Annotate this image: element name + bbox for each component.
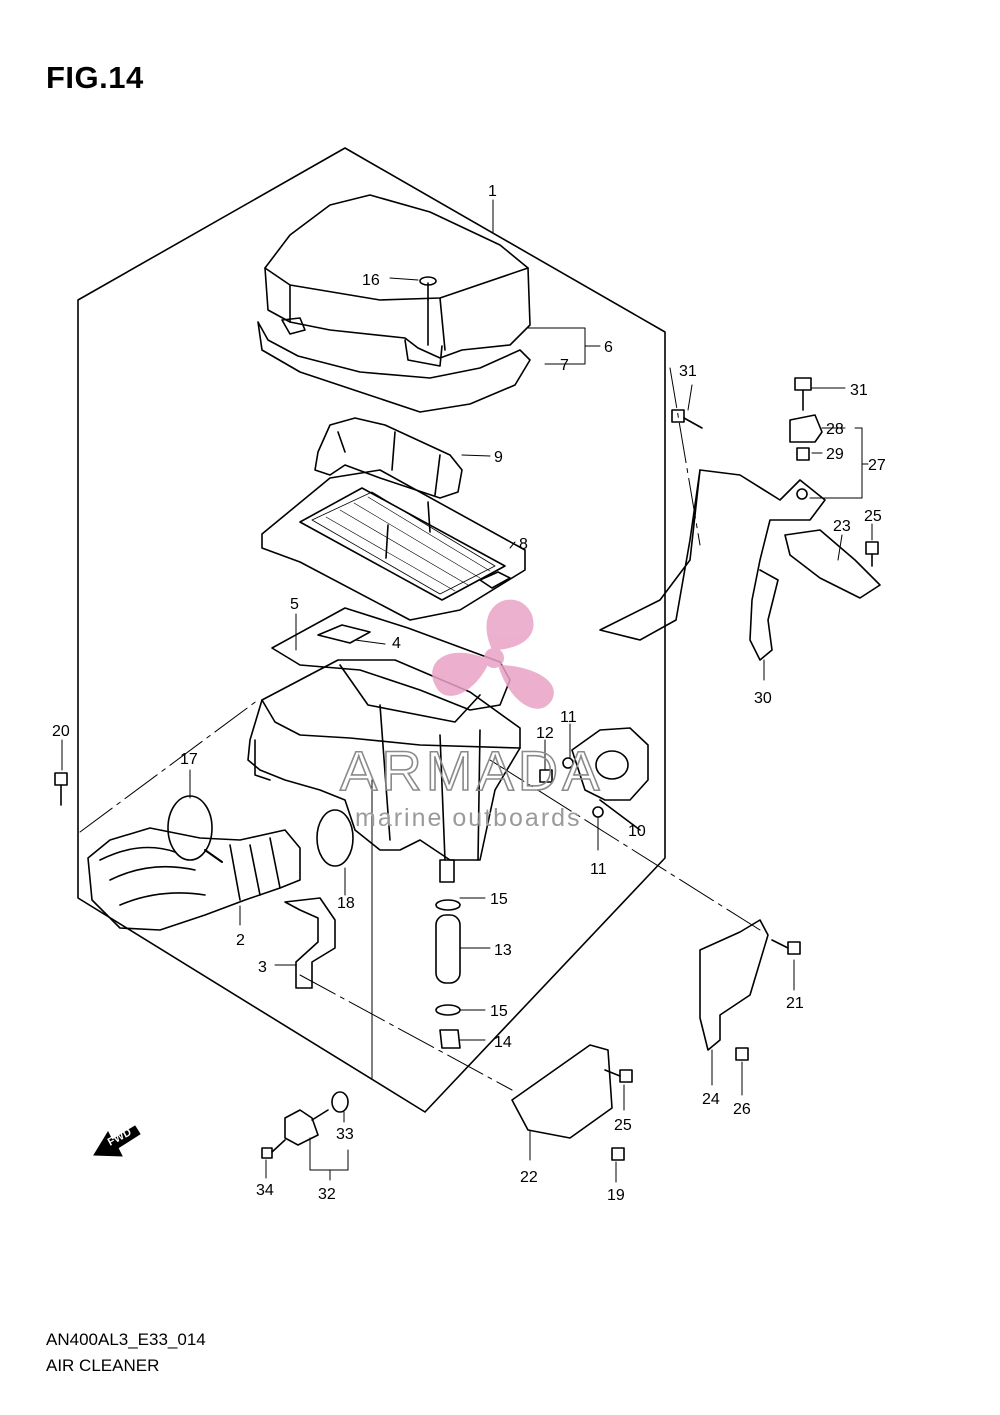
case-gasket <box>271 607 511 711</box>
projection-lines <box>79 367 761 1091</box>
filter-element <box>261 469 526 621</box>
clamp-small <box>562 757 574 769</box>
hose-clamp-bottom <box>435 1004 461 1016</box>
part-label: 27 <box>868 457 886 474</box>
drain-plug <box>539 769 553 783</box>
part-label: 31 <box>850 382 868 399</box>
part-label: 18 <box>337 895 355 912</box>
bolt-21 <box>771 939 801 955</box>
intake-duct <box>314 417 463 499</box>
part-label: 9 <box>494 449 503 466</box>
part-label: 24 <box>702 1091 720 1108</box>
part-label: 7 <box>560 357 569 374</box>
bolt-25-bottom <box>604 1069 633 1083</box>
part-label: 22 <box>520 1169 538 1186</box>
part-label: 16 <box>362 272 380 289</box>
part-label: 26 <box>733 1101 751 1118</box>
intake-temp-sensor <box>261 1091 349 1159</box>
part-label: 17 <box>180 751 198 768</box>
part-label: 20 <box>52 723 70 740</box>
band-bracket <box>284 897 336 989</box>
intake-tube <box>87 827 301 931</box>
bolt-20 <box>54 772 68 806</box>
clamp-small-2 <box>592 806 604 818</box>
part-label: 5 <box>290 596 299 613</box>
drain-hose <box>435 914 461 984</box>
cap-screw <box>419 276 437 346</box>
bracket-22 <box>511 1044 613 1139</box>
part-label: 6 <box>604 339 613 356</box>
footer-section-name: AIR CLEANER <box>46 1356 160 1375</box>
bolt-25-top <box>865 541 879 567</box>
bolt-26 <box>735 1047 749 1061</box>
part-label: 31 <box>679 363 697 380</box>
air-cleaner-case <box>247 659 521 883</box>
part-label: 3 <box>258 959 267 976</box>
part-label: 14 <box>494 1034 512 1051</box>
watermark-logo <box>432 599 554 709</box>
mount-bracket <box>599 469 826 661</box>
bolt-31-right <box>794 377 812 411</box>
leader-lines <box>61 199 873 1183</box>
part-label: 1 <box>488 183 497 200</box>
damper <box>789 414 823 443</box>
part-label: 21 <box>786 995 804 1012</box>
air-cleaner-cap <box>264 194 531 367</box>
watermark-brand: ARMADA <box>340 739 604 802</box>
part-label: 34 <box>256 1182 274 1199</box>
figure-title: FIG.14 <box>46 60 144 95</box>
part-label: 33 <box>336 1126 354 1143</box>
bracket-23 <box>784 529 881 599</box>
part-label: 25 <box>864 508 882 525</box>
part-label: 11 <box>560 709 577 726</box>
part-label: 29 <box>826 446 844 463</box>
drain-plug-14 <box>439 1029 461 1049</box>
part-label: 32 <box>318 1186 336 1203</box>
bracket-24 <box>699 919 769 1051</box>
part-label: 28 <box>826 421 844 438</box>
watermark-tagline: marine outboards <box>355 804 582 832</box>
part-label: 12 <box>536 725 554 742</box>
part-label: 25 <box>614 1117 632 1134</box>
bolt-19 <box>611 1147 625 1161</box>
hose-clamp-top <box>435 899 461 911</box>
part-label: 23 <box>833 518 851 535</box>
part-label: 11 <box>590 861 607 878</box>
part-labels: 1 2 3 4 5 6 7 8 9 10 11 11 12 13 14 15 1… <box>52 183 886 1204</box>
part-label: 10 <box>628 823 646 840</box>
part-label: 30 <box>754 690 772 707</box>
assembly-outline <box>77 147 666 1113</box>
outlet-boot <box>571 727 649 831</box>
cap-seal <box>257 321 531 413</box>
part-label: 15 <box>490 891 508 908</box>
collar <box>796 447 810 461</box>
bolt-31-left <box>671 409 703 429</box>
part-label: 8 <box>519 536 528 553</box>
part-label: 4 <box>392 635 401 652</box>
part-label: 13 <box>494 942 512 959</box>
small-seal <box>317 624 371 644</box>
clamp-18 <box>316 809 354 867</box>
footer-model-code: AN400AL3_E33_014 <box>46 1330 206 1349</box>
part-label: 2 <box>236 932 245 949</box>
part-label: 19 <box>607 1187 625 1204</box>
part-label: 15 <box>490 1003 508 1020</box>
fwd-arrow-icon: FWD <box>93 1125 141 1157</box>
